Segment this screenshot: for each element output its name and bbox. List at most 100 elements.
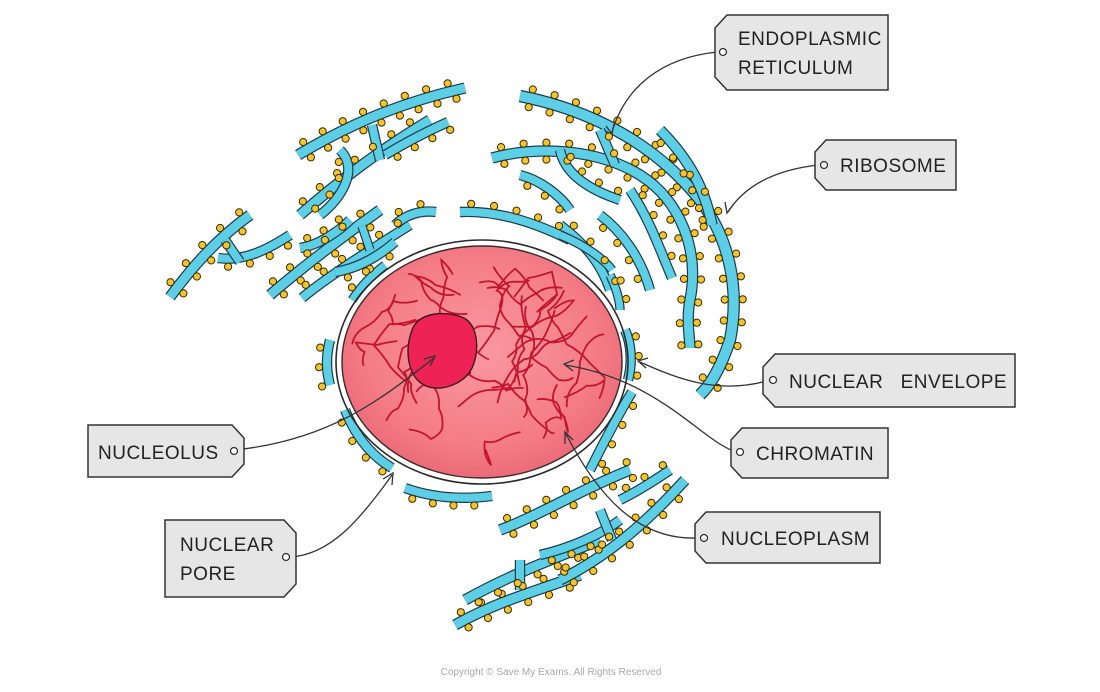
ribosome-dot [555,205,564,214]
ribosome-dot [698,216,707,225]
ribosome-dot [565,115,574,124]
ribosome-dot [678,254,688,263]
ribosome-dot [622,294,631,304]
ribosome-dot [610,149,619,158]
ribosome-dot [285,263,295,272]
ribosome-dot [319,226,328,235]
chromatin-strand [536,398,563,439]
ribosome-dot [599,223,608,232]
er-cisterna [558,231,615,273]
ribosome-dot [549,510,559,520]
ribosome-dot [198,241,207,250]
ribosome-dot [524,598,533,607]
ribosome-dot [408,494,417,503]
ribosome-dot [394,207,403,217]
chromatin-strand [563,376,606,399]
ribosome-dot [569,578,578,587]
ribosome-dot [502,514,512,523]
ribosome-dot [614,186,623,195]
ribosome-dot [616,276,625,285]
ribosome-dot [592,106,602,115]
ribosome-dot [736,272,746,281]
ribosome-dot [235,208,244,217]
ribosome-dot [602,466,611,475]
ribosome-dot [647,498,656,507]
ribosome-dot [659,510,668,520]
ribosome-dot [483,613,493,623]
ribosome-dot [456,608,465,617]
ribosome-dot [587,143,597,152]
ribosome-dot [634,351,643,361]
ribosome-dot [640,472,649,482]
ribosome-dot [358,107,368,117]
ribosome-dot [662,483,671,492]
ribosome-dot [299,138,308,147]
ribosome-dot [714,206,723,216]
ribosome-dot [613,238,622,248]
ribosome-dot [540,191,549,200]
ribosome-dot [301,280,310,289]
er-cisterna [606,273,624,311]
er-cisterna [626,187,676,280]
ribosome-dot [449,501,458,510]
ribosome-dot [585,123,594,132]
ribosome-dot [298,197,307,206]
ribosome-dot [361,453,370,462]
leader-lines [234,51,819,558]
ribosome-dot [668,153,678,162]
ribosome-dot [586,542,595,551]
ribosome-dot [550,91,559,100]
ribosome-dot [598,459,607,468]
er-cisterna [267,206,383,299]
ribosome-dot [675,319,684,328]
ribosome-dot [569,501,578,510]
label-ribosome: RIBOSOME [814,139,957,191]
ribosome-dot [716,336,725,345]
chromatin-strand [524,305,574,382]
chromatin-strand [513,270,559,313]
ribosome-dot [311,204,320,213]
ribosome-dot [567,549,576,559]
er-cisterna [358,224,374,252]
ribosome-dot [179,289,188,298]
ribosome-dot [474,598,483,607]
ribosome-dot [674,495,684,504]
ribosome-dot [378,467,387,476]
ribosome-dot [375,230,384,239]
ribosome-dot [533,570,542,579]
ribosome-dot [318,127,327,136]
label-nucleoplasm: NUCLEOPLASM [694,511,881,564]
ribosome-dot [681,207,690,216]
ribosome-dot [719,274,728,283]
chromatin-strand [522,309,556,418]
ribosome-dot [400,91,409,101]
ribosome-dot [341,134,350,143]
ribosome-dot [699,222,708,231]
chromatin-strands [351,257,606,466]
er-cisterna [166,211,253,300]
er-cisterna [334,238,398,276]
ribosome-dot [694,204,704,213]
ribosome-dot [738,295,747,304]
chromatin-strand [492,266,535,341]
ribosome-dot [569,221,578,230]
chromatin-strand [372,317,425,382]
chromatin-strand [351,299,418,345]
ribosome-dot [554,221,564,231]
ribosome-dot [356,209,365,218]
ribosome-dot [509,529,518,538]
ribosome-dot [318,382,327,391]
ribosome-dot [356,242,365,251]
ribosome-dot [428,134,437,143]
ribosome-dot [566,152,575,161]
ribosome-dot [679,274,689,283]
ribosome-dot [600,256,609,265]
nucleolus-body [407,312,478,389]
ribosome-dot [359,126,368,135]
er-label-line1: ENDOPLASMIC [738,29,882,50]
copyright-notice: Copyright © Save My Exams. All Rights Re… [441,667,662,678]
ribosome-dot [631,158,640,167]
ribosome-dot [410,143,419,152]
ribosome-dot [622,458,631,467]
ribosome-label: RIBOSOME [840,156,946,177]
